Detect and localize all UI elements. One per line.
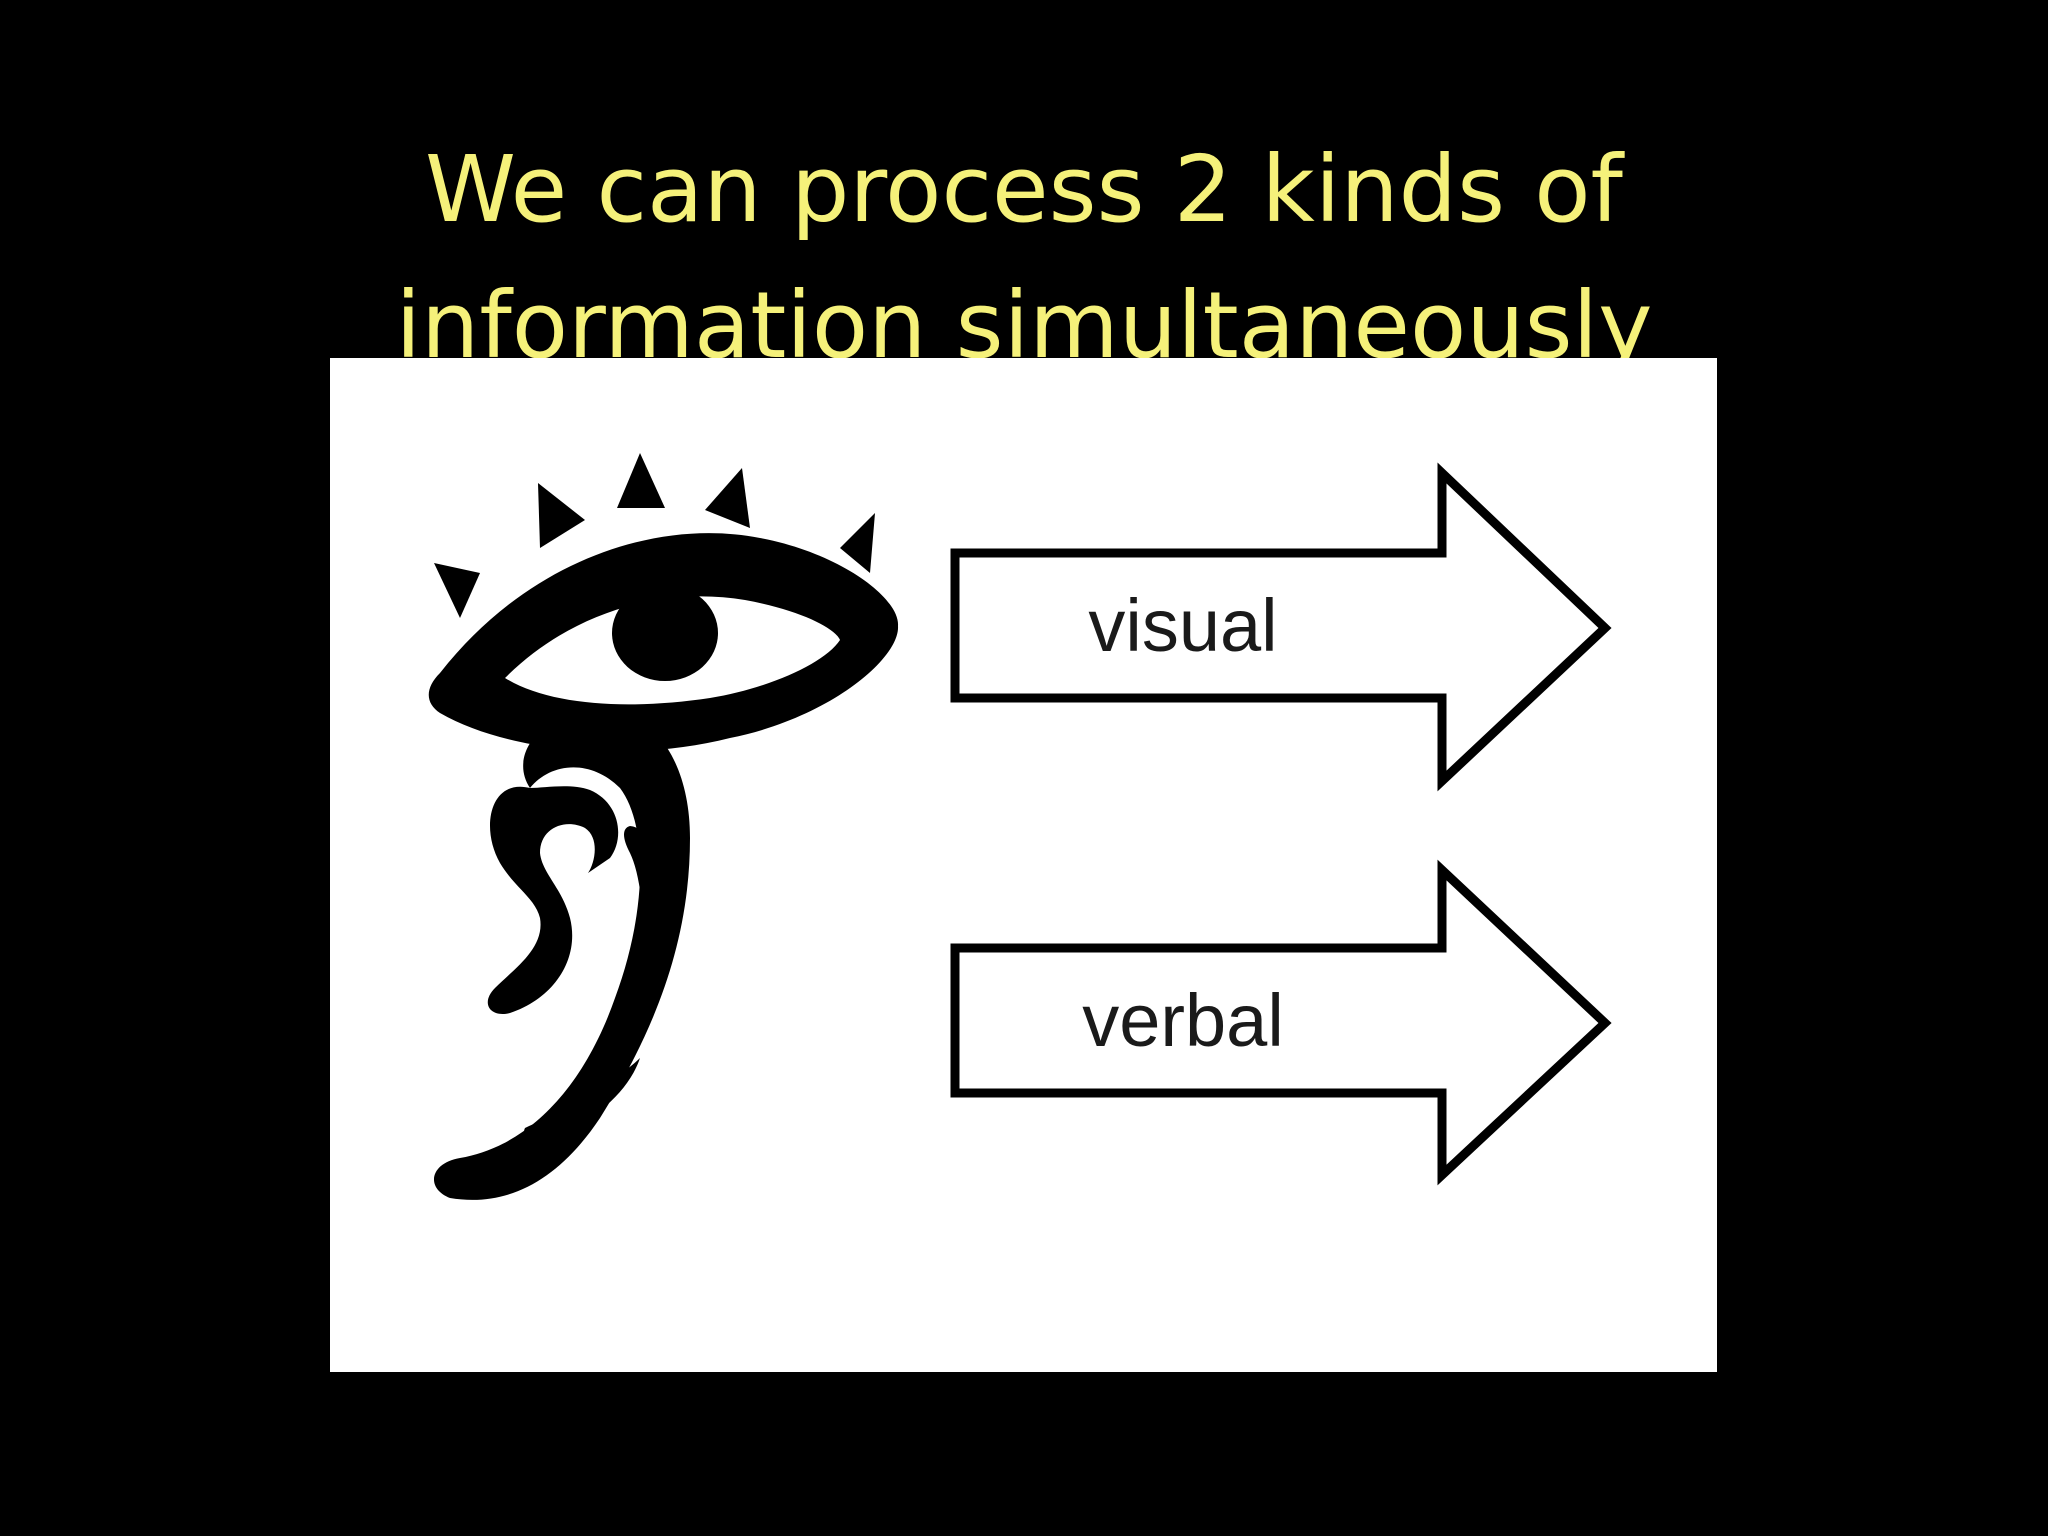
verbal-label: verbal — [1082, 979, 1284, 1062]
ear-inner-curl — [624, 826, 666, 952]
ear-antihelix — [487, 786, 619, 1014]
slide-title-line-1: We can process 2 kinds of — [425, 135, 1623, 243]
slide-title: We can process 2 kinds of information si… — [0, 122, 2048, 394]
verbal-arrow — [950, 859, 1612, 1186]
eye-pupil — [612, 585, 718, 681]
eyelash — [840, 513, 875, 573]
eye-icon — [428, 453, 899, 752]
eyelash — [434, 563, 480, 618]
visual-label: visual — [1088, 584, 1278, 667]
ear-lobe — [524, 1058, 640, 1140]
diagram-drawing — [428, 453, 1612, 1200]
eyelash — [705, 468, 750, 528]
eyelash — [617, 453, 665, 508]
ear-helix — [433, 707, 690, 1200]
diagram-panel: visual verbal — [330, 358, 1717, 1372]
eyelash — [538, 483, 585, 548]
ear-icon — [433, 707, 690, 1200]
visual-arrow — [950, 462, 1612, 792]
eye-outline — [428, 533, 899, 752]
